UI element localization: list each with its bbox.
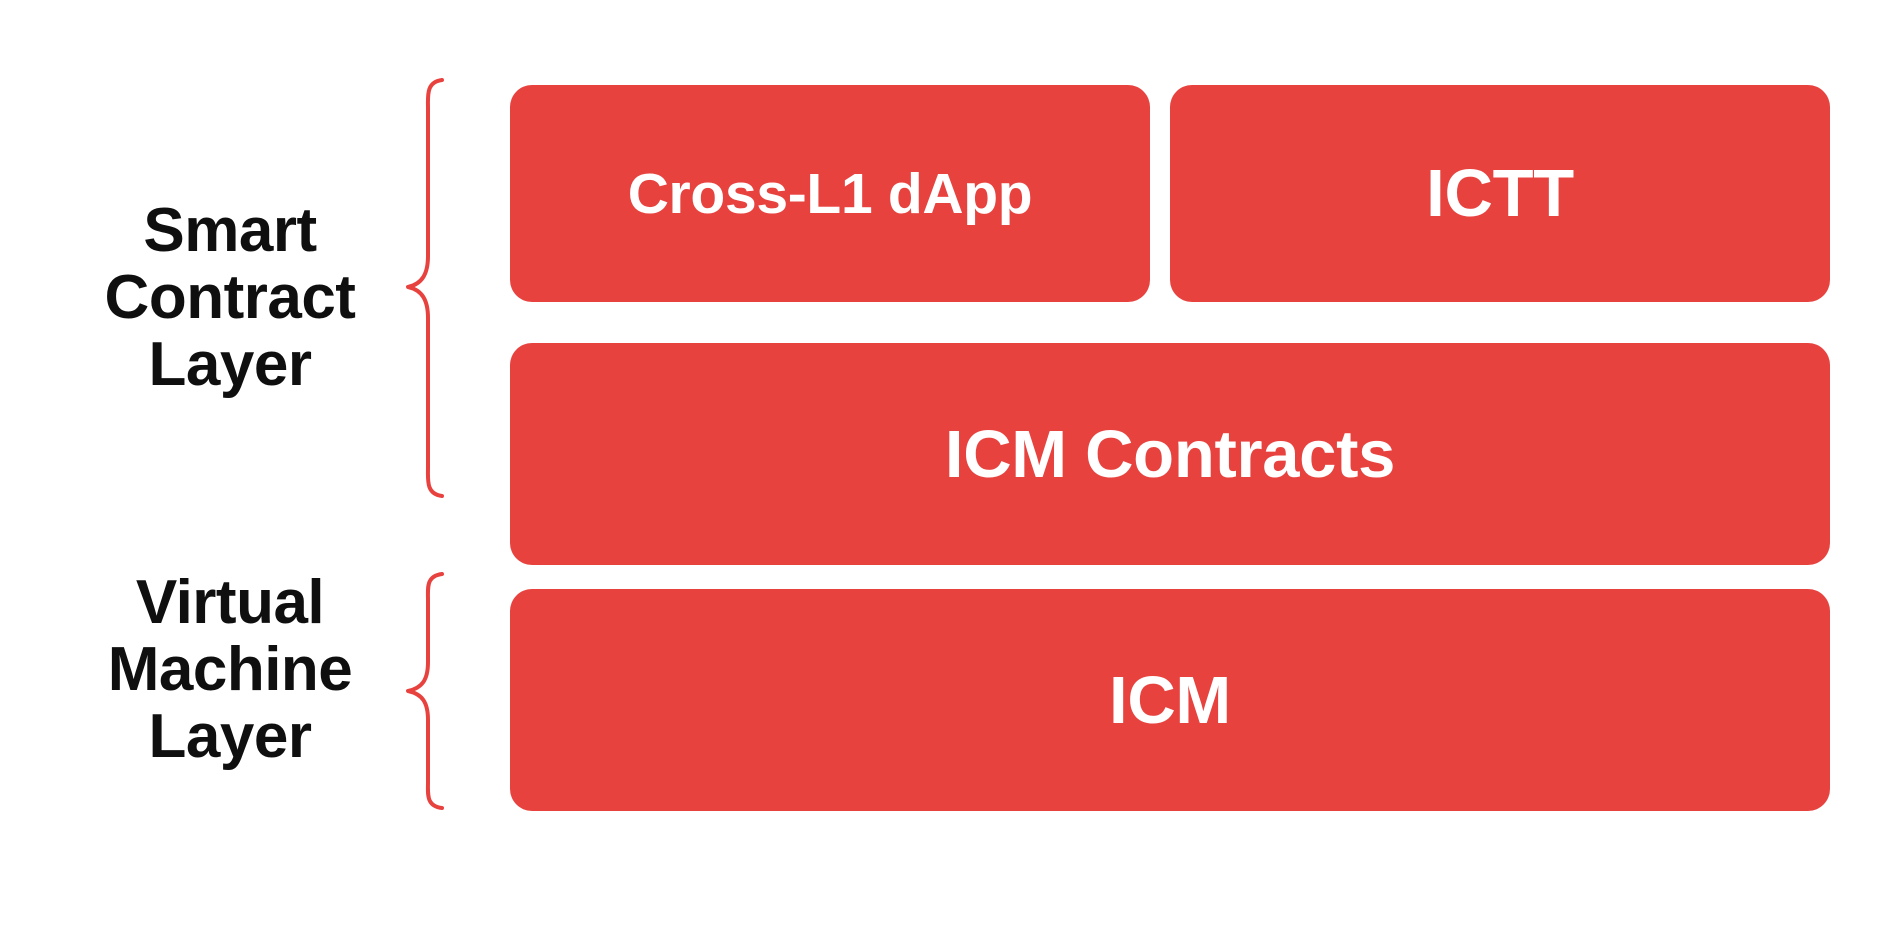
- box-icm-contracts-label: ICM Contracts: [944, 416, 1396, 492]
- box-icm-contracts[interactable]: ICM Contracts: [510, 343, 1830, 565]
- virtual-machine-layer-brace-icon: [406, 572, 444, 810]
- box-cross-l1-dapp[interactable]: Cross-L1 dApp: [510, 85, 1150, 302]
- box-ictt-label: ICTT: [1426, 156, 1574, 231]
- box-ictt[interactable]: ICTT: [1170, 85, 1830, 302]
- smart-contract-layer-label: Smart Contract Layer: [104, 196, 356, 399]
- smart-contract-layer-brace-icon: [406, 78, 444, 498]
- box-cross-l1-dapp-label: Cross-L1 dApp: [627, 161, 1033, 226]
- virtual-machine-layer-label: Virtual Machine Layer: [107, 568, 353, 771]
- box-icm-label: ICM: [1109, 662, 1231, 738]
- box-icm[interactable]: ICM: [510, 589, 1830, 811]
